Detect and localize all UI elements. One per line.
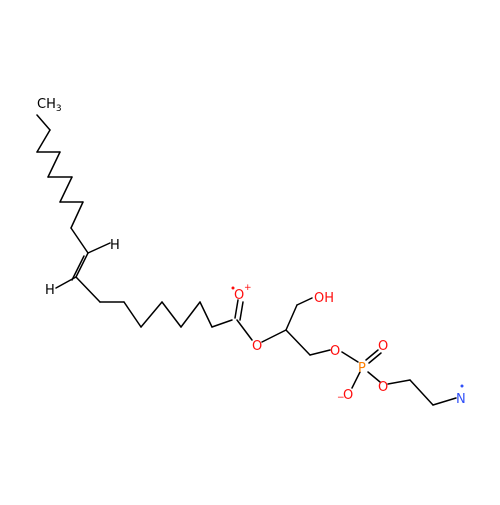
bond bbox=[47, 151, 61, 178]
bond bbox=[296, 297, 313, 306]
atom-labels: CH3 H H O + O OH O P O O − O N bbox=[37, 97, 466, 407]
bond bbox=[341, 351, 359, 363]
methyl-label: CH3 bbox=[37, 97, 62, 114]
bond bbox=[199, 301, 213, 328]
bond bbox=[261, 329, 287, 343]
bond bbox=[365, 349, 379, 361]
hydrogen-lower-label: H bbox=[45, 283, 55, 298]
carbonyl-oxygen-label: O bbox=[234, 288, 244, 303]
bond bbox=[285, 304, 298, 331]
hydrogen-upper-label: H bbox=[110, 238, 120, 253]
bond bbox=[180, 301, 201, 328]
phosphoryl-oxygen-label: O bbox=[378, 339, 388, 354]
nitrogen-label: N bbox=[456, 392, 466, 407]
bond bbox=[59, 176, 73, 203]
phosphate-anion-oxygen-label: O bbox=[343, 388, 353, 403]
bond bbox=[70, 201, 84, 229]
bond bbox=[368, 352, 382, 364]
headgroup-bonds bbox=[234, 297, 457, 406]
bond bbox=[239, 301, 244, 321]
bond bbox=[387, 379, 411, 385]
bond bbox=[351, 371, 361, 389]
radical-dot-n bbox=[460, 384, 464, 388]
bond bbox=[234, 299, 239, 319]
radical-dot-o bbox=[231, 286, 235, 290]
bond bbox=[70, 227, 89, 254]
bond bbox=[211, 319, 233, 328]
bond bbox=[123, 301, 142, 328]
bond bbox=[161, 301, 182, 328]
phosphate-anion-charge: − bbox=[337, 393, 345, 403]
phosphate-ester-oxygen-right: O bbox=[378, 380, 388, 395]
bond bbox=[71, 255, 85, 281]
phosphate-ester-oxygen-left: O bbox=[330, 344, 340, 359]
bond bbox=[36, 114, 51, 131]
bond bbox=[309, 349, 331, 356]
hydroxyl-label: OH bbox=[314, 291, 334, 306]
bond bbox=[87, 242, 111, 254]
bond bbox=[367, 371, 381, 383]
bond bbox=[36, 129, 51, 153]
bond bbox=[55, 276, 77, 289]
carbonyl-oxygen-charge: + bbox=[244, 283, 252, 293]
bond bbox=[285, 329, 311, 356]
bond bbox=[409, 379, 434, 406]
bond bbox=[236, 319, 253, 341]
ester-oxygen-label: O bbox=[252, 339, 262, 354]
bond bbox=[75, 276, 101, 303]
alkyl-chain-bonds bbox=[36, 114, 233, 328]
bond bbox=[75, 252, 89, 278]
bond bbox=[432, 397, 457, 406]
bond bbox=[140, 301, 163, 328]
phosphorus-label: P bbox=[358, 361, 366, 376]
